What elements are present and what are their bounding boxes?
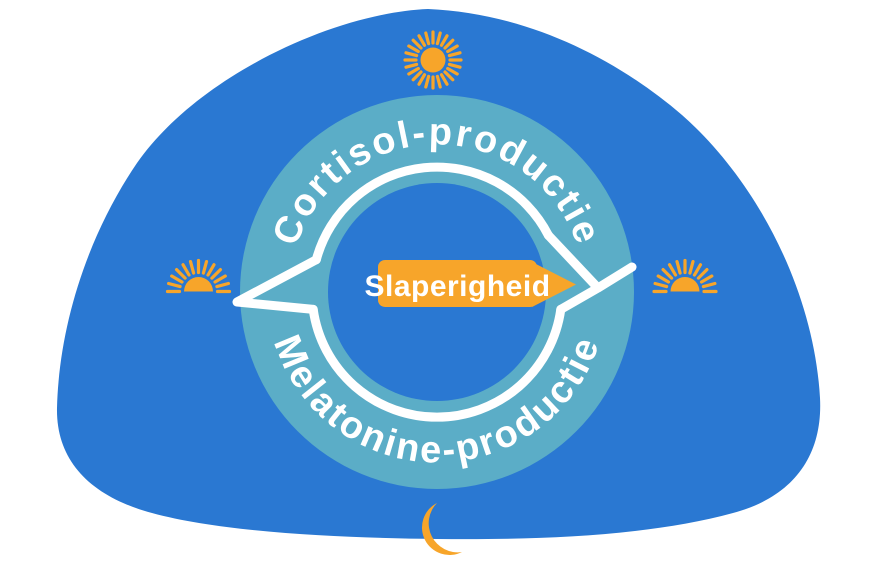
- sun-ray: [201, 260, 209, 275]
- left-transition-chevron: [232, 255, 321, 314]
- sun-ray: [170, 274, 184, 284]
- sun-ray: [424, 31, 431, 46]
- sun-ray: [435, 31, 442, 46]
- sleepiness-label-arrow: [532, 262, 576, 307]
- sun-ray: [404, 62, 419, 69]
- sun-ray: [661, 268, 674, 280]
- sleepiness-label-text: Slaperigheid: [364, 270, 550, 303]
- sun-core: [420, 47, 446, 73]
- sun-ray: [692, 263, 703, 277]
- sun-ray: [206, 263, 216, 277]
- sunset-core: [670, 277, 700, 292]
- cycle-outline-top-arc: [311, 162, 553, 265]
- sun-rays: [403, 30, 463, 90]
- sunrise-icon: [165, 258, 232, 294]
- sun-ray: [446, 66, 459, 76]
- right-transition-chevron: [543, 230, 637, 314]
- sun-ray: [439, 73, 449, 86]
- sun-ray: [653, 281, 669, 289]
- sun-ray: [447, 62, 462, 69]
- sun-ray: [656, 274, 671, 284]
- sun-ray: [667, 263, 678, 277]
- sun-icon: [403, 30, 463, 90]
- sun-ray: [404, 51, 419, 58]
- sunset-icon: [652, 258, 718, 294]
- sun-ray: [417, 34, 427, 47]
- sun-ray: [417, 73, 427, 86]
- sun-ray: [701, 281, 717, 289]
- sun-ray: [407, 44, 420, 54]
- sun-ray: [675, 260, 682, 275]
- sun-ray: [699, 274, 714, 284]
- sun-ray: [443, 70, 455, 82]
- sun-ray: [446, 44, 459, 54]
- sun-ray: [688, 260, 695, 275]
- sun-ray: [210, 268, 222, 280]
- sun-ray: [411, 70, 423, 82]
- sun-ray: [215, 281, 230, 289]
- sun-ray: [411, 38, 423, 50]
- sunset-rays: [652, 258, 718, 294]
- sun-ray: [181, 263, 191, 277]
- sun-ray: [407, 66, 420, 76]
- sunrise-core: [184, 277, 213, 292]
- sleepiness-label: Slaperigheid: [364, 260, 576, 307]
- sun-ray: [435, 74, 442, 89]
- sun-ray: [696, 268, 709, 280]
- sun-ray: [447, 51, 462, 58]
- sun-ray: [439, 34, 449, 47]
- sun-ray: [175, 268, 187, 280]
- sun-ray: [424, 74, 431, 89]
- sun-ray: [443, 38, 455, 50]
- sleepiness-label-box: [378, 260, 537, 307]
- sunrise-rays: [165, 258, 232, 294]
- sun-ray: [188, 260, 196, 275]
- cycle-outline-bottom-arc: [308, 304, 566, 422]
- moon-icon: [421, 503, 462, 556]
- sun-ray: [213, 274, 227, 284]
- sun-ray: [167, 281, 182, 289]
